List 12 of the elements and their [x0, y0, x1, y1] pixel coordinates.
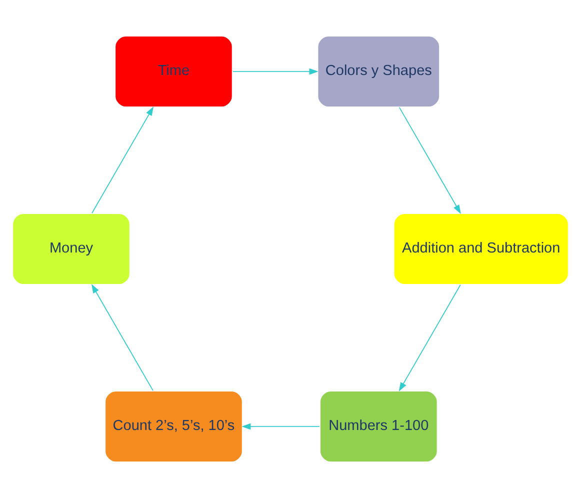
node-box: Addition and Subtraction [392, 212, 570, 286]
arrow [91, 284, 154, 392]
arrow [242, 423, 320, 430]
node-box: Colors y Shapes [316, 34, 441, 108]
arrow [398, 284, 461, 392]
node-box: Time [114, 34, 234, 108]
arrow [398, 106, 461, 214]
node-box: Numbers 1-100 [318, 390, 439, 464]
arrow [232, 68, 318, 75]
node-box: Count 2’s, 5’s, 10’s [104, 390, 244, 464]
node-box: Money [11, 212, 132, 286]
arrow [92, 106, 154, 214]
